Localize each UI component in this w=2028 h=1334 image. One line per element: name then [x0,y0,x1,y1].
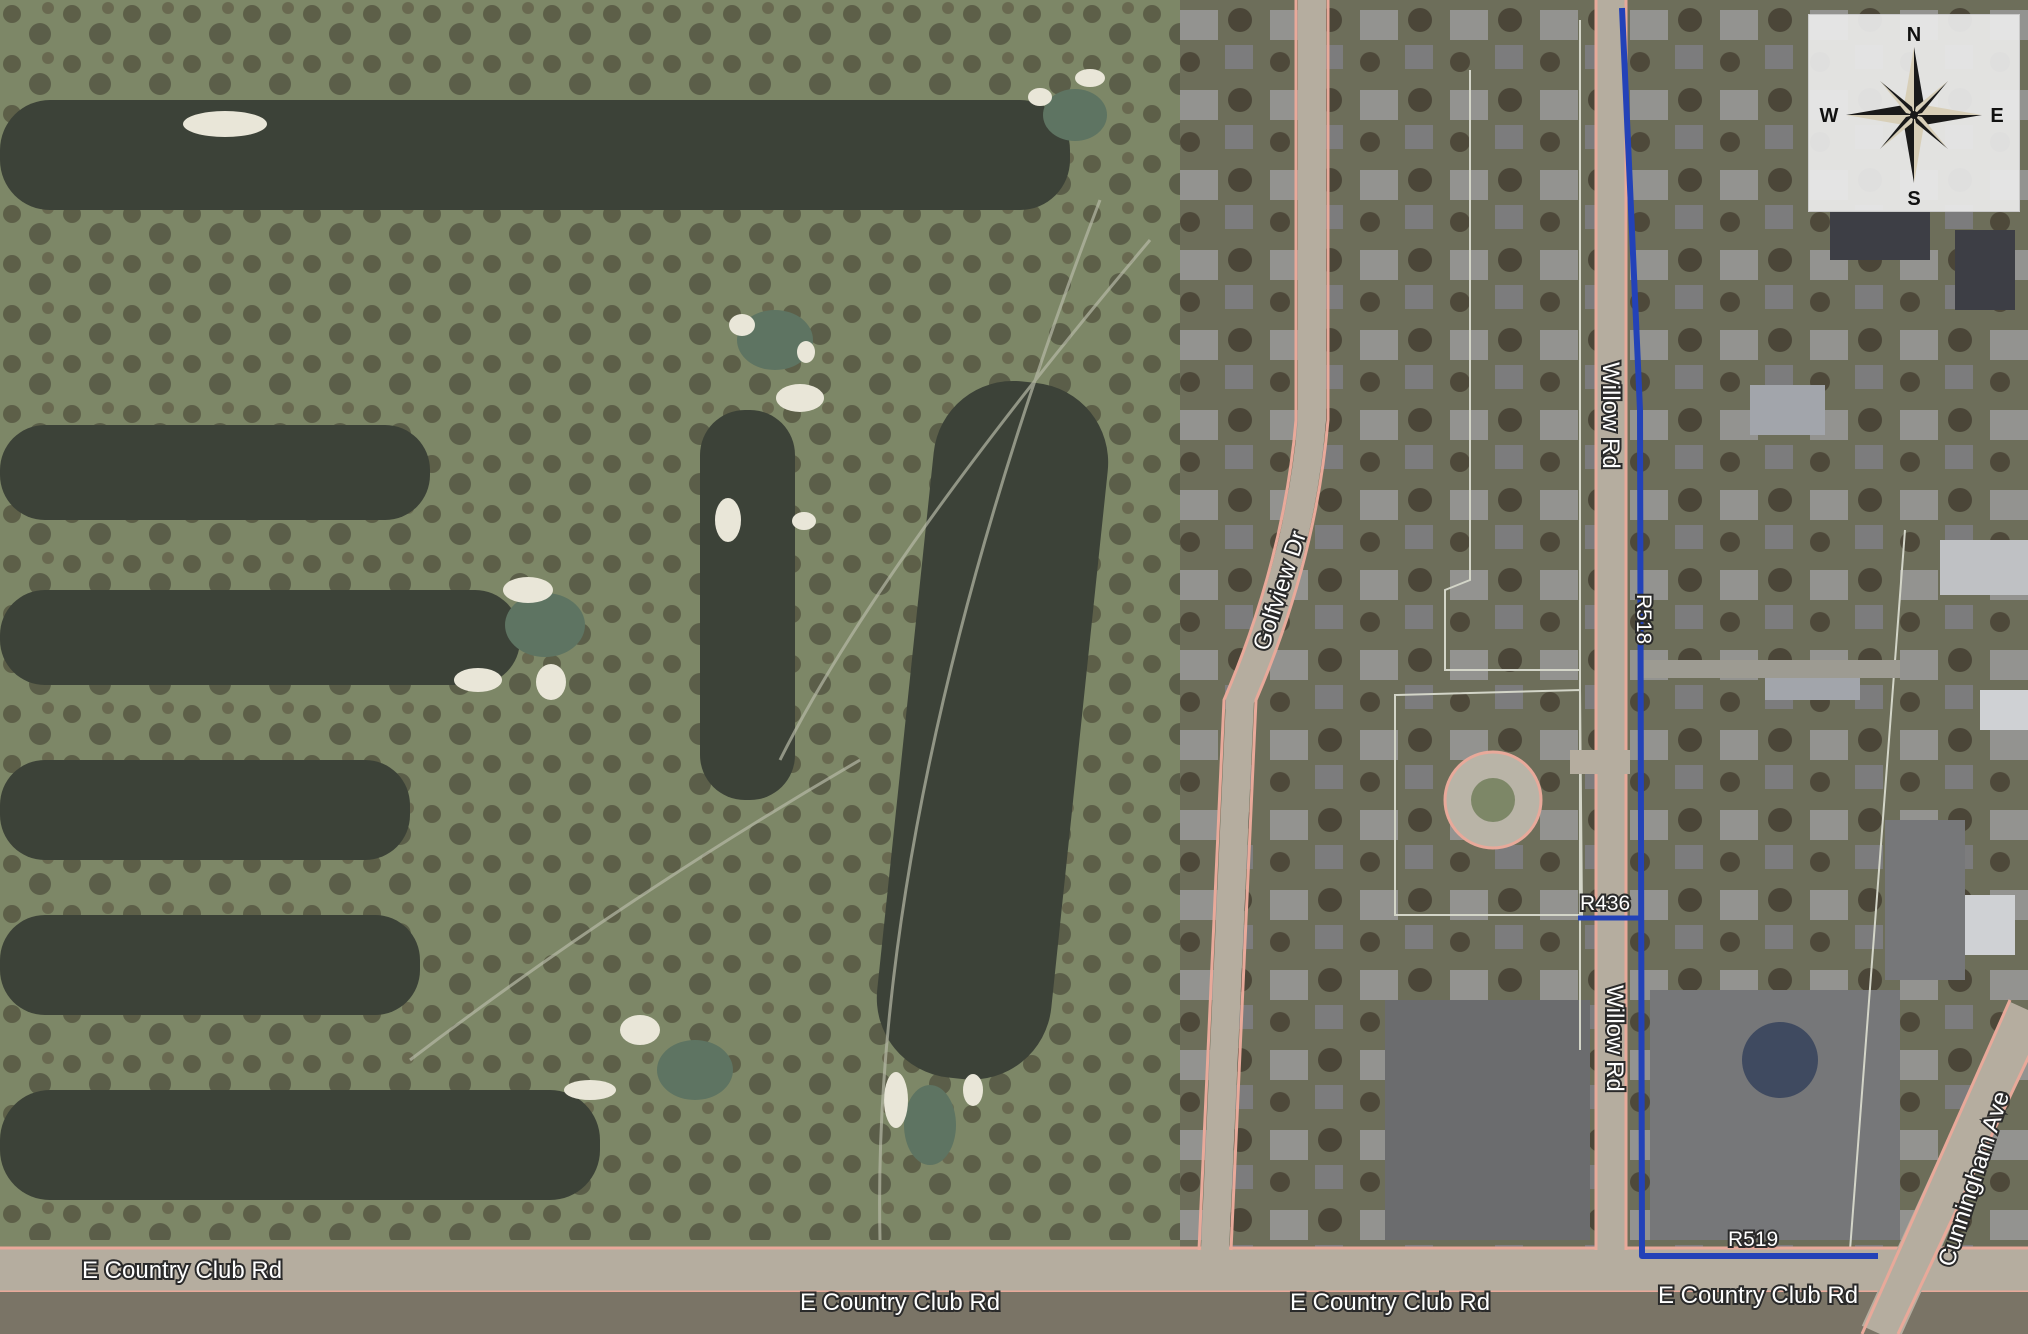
fairways [0,100,1109,1200]
compass-east-label: E [1990,105,2003,127]
compass-south-label: S [1907,188,1920,210]
compass-rose-icon: N S E W [1820,24,2004,210]
road-label-e-country-club-rd-3: E Country Club Rd [1290,1289,1490,1316]
route-label-r518: R518 [1632,594,1655,644]
road-label-e-country-club-rd-2: E Country Club Rd [800,1289,1000,1316]
parcel-outlines [1444,20,1906,1251]
cart-paths [409,199,1152,1241]
cul-de-sac [1394,688,1584,916]
road-label-e-country-club-rd-4: E Country Club Rd [1658,1282,1858,1309]
compass-north-label: N [1907,24,1921,46]
route-label-r519: R519 [1728,1228,1778,1251]
sand-bunkers [183,69,1105,1128]
road-label-willow-rd-south: Willow Rd [1601,985,1628,1092]
highlighted-route [1578,7,1878,1259]
road-label-willow-rd-north: Willow Rd [1597,362,1624,469]
round-building [1742,1022,1818,1098]
road-label-e-country-club-rd-1: E Country Club Rd [82,1257,282,1284]
route-label-r436: R436 [1580,892,1630,915]
compass-west-label: W [1820,105,1839,127]
putting-greens [505,89,1107,1165]
compass-rose: N S E W [1808,14,2020,212]
